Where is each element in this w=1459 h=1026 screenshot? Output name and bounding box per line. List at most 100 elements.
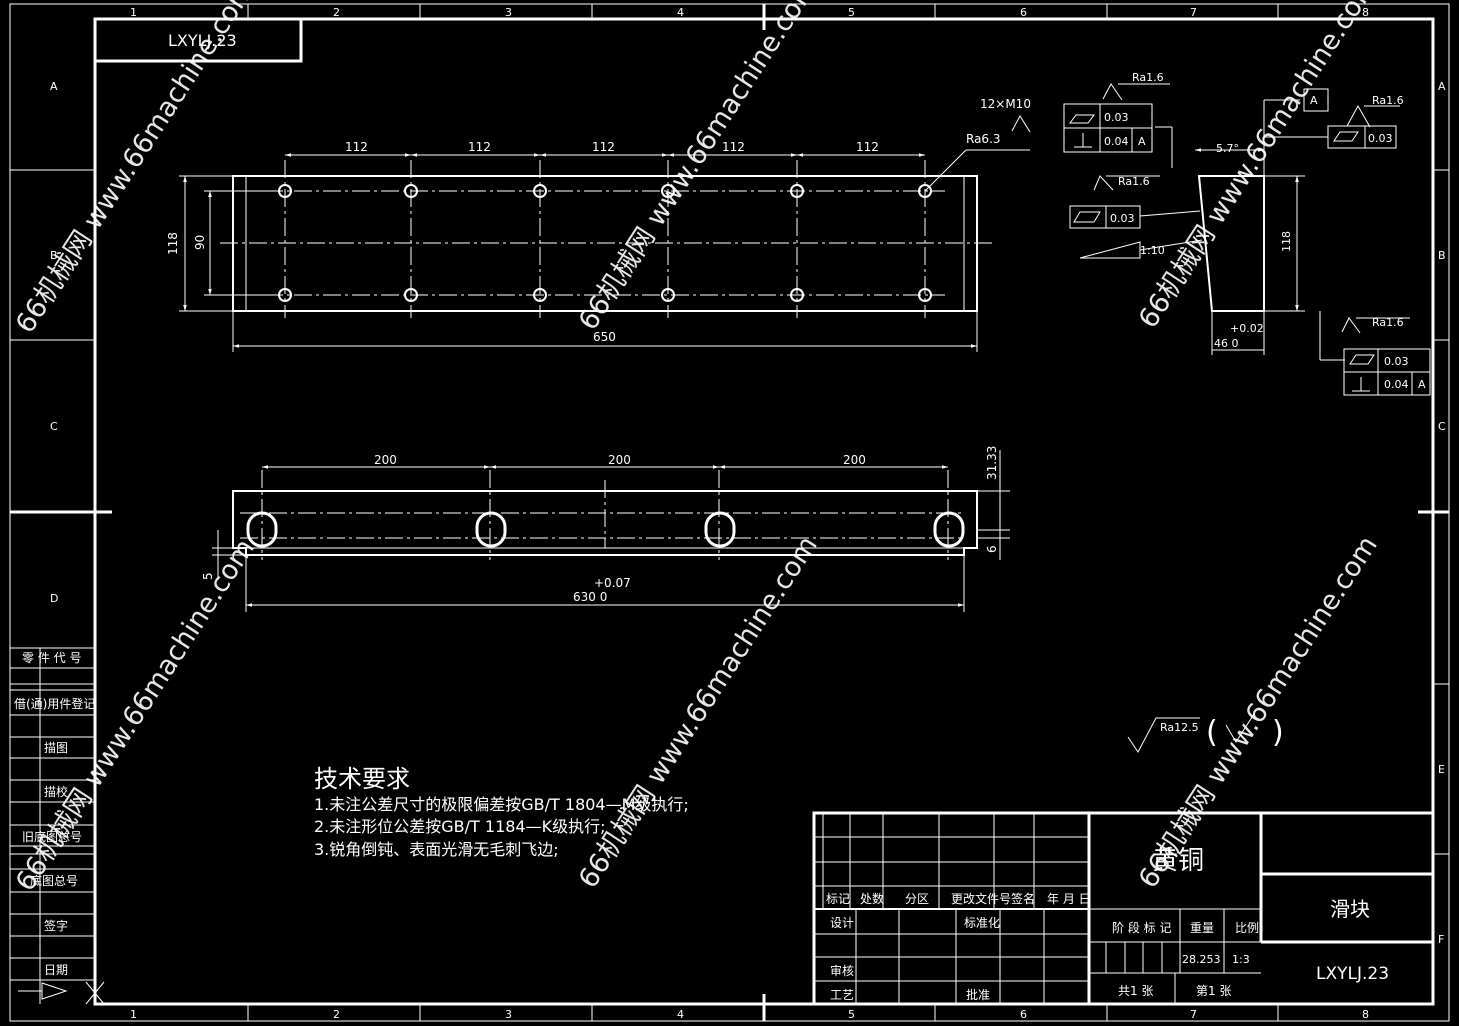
front-view: 200 200 200 +0.07 630 0 31.33 6 5 <box>201 446 1010 612</box>
watermark-6: 66机械网 www.66machine.com <box>1133 531 1384 894</box>
dim-front-pitch-2: 200 <box>608 453 631 467</box>
hole <box>533 288 547 302</box>
tech-requirements: 技术要求 1.未注公差尺寸的极限偏差按GB/T 1804—M级执行; 2.未注形… <box>314 765 689 859</box>
dim-overall-length: 650 <box>593 330 616 344</box>
watermarks: 66机械网 www.66machine.com 66机械网 www.66mach… <box>10 0 1384 897</box>
dim-front-length-upper: +0.07 <box>594 576 631 590</box>
strip-old-base-no: 旧底图总号 <box>22 829 82 844</box>
dim-front-length-main: 630 0 <box>573 590 607 604</box>
strip-tracing: 描图 <box>44 741 68 755</box>
rev-header-sign: 签名 <box>1011 891 1035 906</box>
dim-hole-spacing: 90 <box>193 235 207 250</box>
dim-front-pitch-1: 200 <box>374 453 397 467</box>
hole <box>918 288 932 302</box>
paren-left-icon: ( <box>1206 715 1218 750</box>
sheets-total: 共1 张 <box>1118 984 1153 998</box>
row-design: 设计 <box>830 916 854 930</box>
zone-col-7-bottom: 7 <box>1190 1008 1197 1021</box>
part-name: 滑块 <box>1330 897 1370 921</box>
strip-trace-check: 描校 <box>44 784 68 799</box>
zone-row-f-right: F <box>1438 933 1444 946</box>
scale-value: 1:3 <box>1232 953 1250 966</box>
rev-header-date: 年 月 日 <box>1047 892 1091 906</box>
row-standardization: 标准化 <box>964 916 1000 930</box>
zone-col-4: 4 <box>677 6 684 19</box>
dim-right-bottom: 6 <box>985 545 999 553</box>
hole <box>918 184 932 198</box>
dim-pitch-3: 112 <box>592 140 615 154</box>
code-box <box>93 17 303 63</box>
zone-col-2: 2 <box>333 6 340 19</box>
paren-right-icon: ) <box>1272 715 1284 750</box>
outer-border <box>9 3 1450 1022</box>
slot <box>475 511 507 548</box>
roughness-section-3: Ra1.6 <box>1372 316 1404 329</box>
strip-signature: 签字 <box>44 918 68 933</box>
zone-col-8-bottom: 8 <box>1362 1008 1369 1021</box>
dim-width-upper: +0.02 <box>1230 322 1264 335</box>
watermark-1: 66机械网 www.66machine.com <box>10 0 261 339</box>
dim-right-top: 31.33 <box>985 446 999 480</box>
rev-header-doc: 更改文件号 <box>951 891 1011 906</box>
zone-row-c-right: C <box>1438 420 1446 433</box>
dim-left-bottom: 5 <box>201 572 215 580</box>
zone-row-a-right: A <box>1438 80 1446 93</box>
rev-header-count: 处数 <box>860 891 884 906</box>
roughness-section-2: Ra1.6 <box>1118 175 1150 188</box>
zone-col-7: 7 <box>1190 6 1197 19</box>
weight-value: 28.253 <box>1182 953 1221 966</box>
section-view: Ra1.6 Ra1.6 Ra1.6 Ra1.6 A 5.7° 118 +0.02… <box>1063 71 1431 396</box>
weight-label: 重量 <box>1190 921 1214 935</box>
zone-row-b-right: B <box>1438 249 1446 262</box>
sheet-no: 第1 张 <box>1196 984 1231 998</box>
tech-req-line-2: 2.未注形位公差按GB/T 1184—K级执行; <box>314 817 606 836</box>
watermark-3: 66机械网 www.66machine.com <box>1133 0 1384 334</box>
hole <box>404 288 418 302</box>
zone-row-b: B <box>50 249 58 262</box>
zone-col-6: 6 <box>1020 6 1027 19</box>
zone-col-8: 8 <box>1362 6 1369 19</box>
tol-ref-1: A <box>1138 135 1146 148</box>
dim-pitch-2: 112 <box>468 140 491 154</box>
zone-col-5-bottom: 5 <box>848 1008 855 1021</box>
hole <box>533 184 547 198</box>
tech-req-line-3: 3.锐角倒钝、表面光滑无毛刺飞边; <box>314 840 559 859</box>
stage-label: 阶 段 标 记 <box>1112 920 1171 935</box>
strip-date: 日期 <box>44 963 68 977</box>
strip-base-no: 底图总号 <box>30 873 78 888</box>
dim-pitch-1: 112 <box>345 140 368 154</box>
roughness-section-1: Ra1.6 <box>1132 71 1164 84</box>
zone-ticks <box>10 4 1449 1021</box>
slot <box>704 511 736 548</box>
general-roughness-value: Ra12.5 <box>1160 721 1199 734</box>
zone-col-1: 1 <box>130 6 137 19</box>
drawing-code-top: LXYLJ.23 <box>168 31 237 50</box>
slot <box>933 511 965 548</box>
zone-col-5: 5 <box>848 6 855 19</box>
general-roughness: Ra12.5 ( ) <box>1127 713 1284 753</box>
drawing-no: LXYLJ.23 <box>1316 964 1389 984</box>
tol-flat-4: 0.03 <box>1384 355 1409 368</box>
dim-front-pitch-3: 200 <box>843 453 866 467</box>
zone-row-a: A <box>50 80 58 93</box>
zone-row-e-right: E <box>1438 763 1445 776</box>
tech-req-line-1: 1.未注公差尺寸的极限偏差按GB/T 1804—M级执行; <box>314 795 689 814</box>
zone-col-2-bottom: 2 <box>333 1008 340 1021</box>
dim-section-height: 118 <box>1280 231 1293 252</box>
row-process: 工艺 <box>830 988 854 1002</box>
tech-req-title: 技术要求 <box>314 765 410 793</box>
hole <box>661 184 675 198</box>
material: 黄铜 <box>1152 846 1204 876</box>
hole <box>790 288 804 302</box>
dim-angle: 5.7° <box>1216 142 1239 155</box>
hole <box>790 184 804 198</box>
tol-ref-4: A <box>1418 378 1426 391</box>
row-review: 审核 <box>830 963 854 978</box>
dim-pitch-5: 112 <box>856 140 879 154</box>
watermark-2: 66机械网 www.66machine.com <box>573 0 824 336</box>
zone-col-6-bottom: 6 <box>1020 1008 1027 1021</box>
top-view: 112 112 112 112 112 650 118 90 12×M10 Ra… <box>166 97 1031 352</box>
hole <box>404 184 418 198</box>
datum-a: A <box>1310 94 1318 107</box>
